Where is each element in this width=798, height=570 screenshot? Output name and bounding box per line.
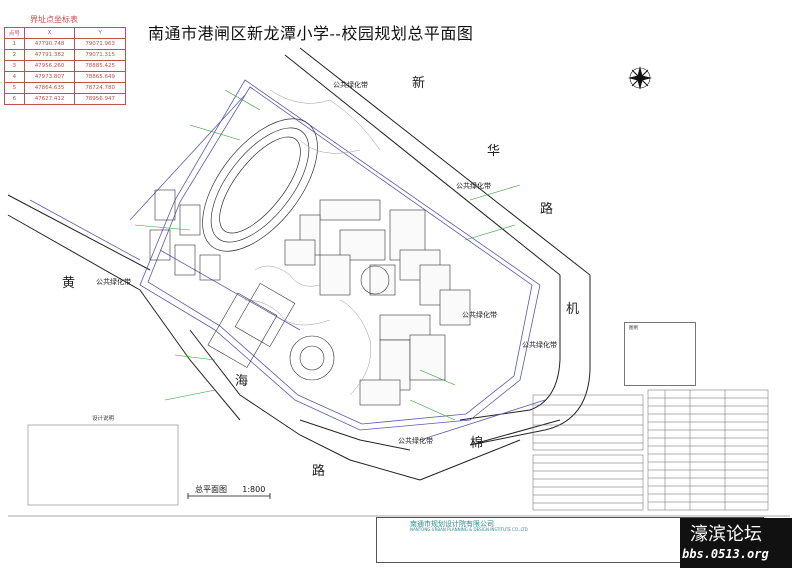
scale-bar (187, 493, 271, 499)
green-belt-label: 公共绿化带 (456, 182, 491, 190)
page-title: 南通市港闸区新龙潭小学--校园规划总平面图 (148, 24, 474, 43)
company-name-en: NANTONG URBAN PLANNING & DESIGN INSTITUT… (410, 527, 528, 532)
road-label-ji: 机 (566, 302, 580, 317)
scale-ratio: 1:800 (242, 485, 266, 494)
watermark-text: 濠滨论坛 (690, 524, 762, 545)
boundary-table-title: 界址点坐标表 (30, 15, 78, 24)
data-table-lines (27, 389, 769, 511)
annotation-leaders (134, 89, 521, 421)
north-arrow-icon (628, 66, 652, 90)
legend-title: 图例 (629, 326, 638, 331)
green-belt-label: 公共绿化带 (522, 341, 557, 349)
company-name: 南通市规划设计院有限公司 (410, 520, 494, 528)
site-boundary (29, 79, 546, 441)
table-cell: 78956.947 (74, 93, 126, 105)
road-label-hai: 海 (235, 374, 249, 389)
green-belt-label: 公共绿化带 (96, 278, 131, 286)
scale-label: 总平面图 1:800 (195, 484, 265, 495)
green-belt-label: 公共绿化带 (462, 311, 497, 319)
green-belt-label: 公共绿化带 (333, 81, 368, 89)
notes-title: 设计说明 (91, 416, 114, 422)
running-track (202, 118, 318, 252)
green-belt-label: 公共绿化带 (398, 437, 433, 445)
landscape-paths (244, 89, 381, 396)
road-label-hua: 华 (487, 144, 501, 159)
school-buildings (284, 199, 471, 406)
road-label-xin: 新 (412, 76, 426, 91)
central-plaza (289, 265, 390, 381)
watermark-url: bbs.0513.org (682, 547, 769, 561)
road-label-lu: 路 (540, 202, 554, 217)
road-label-huang: 黄 (62, 276, 76, 291)
forum-watermark (680, 518, 792, 568)
road-label-lu: 路 (312, 464, 326, 479)
scale-title: 总平面图 (195, 485, 227, 494)
road-label-mian: 棉 (470, 436, 484, 451)
legend-box: 图例 (624, 322, 696, 386)
sport-courts (149, 189, 296, 368)
road-edges (7, 47, 591, 481)
design-notes: 设计说明 (28, 416, 178, 424)
